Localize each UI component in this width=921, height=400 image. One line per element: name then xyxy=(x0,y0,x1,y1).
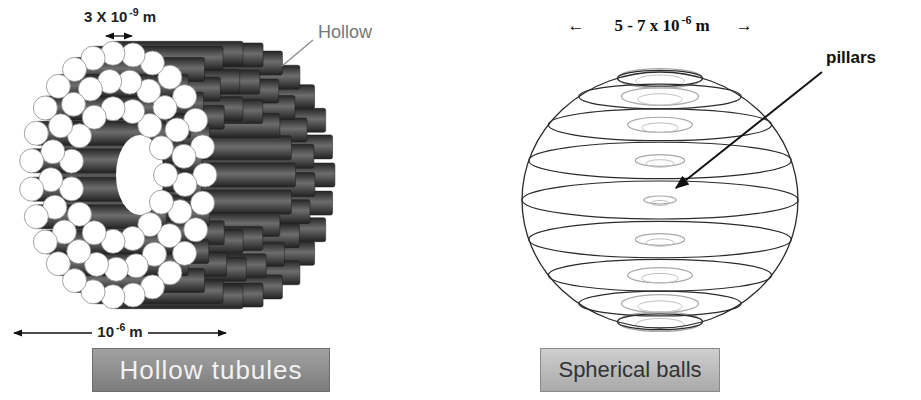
pillar-ring xyxy=(635,155,684,167)
box-label: Hollow tubules xyxy=(119,355,302,386)
dimension-label: 10-6 m xyxy=(92,323,147,340)
pillar-ring xyxy=(635,234,684,246)
part-label: Hollow xyxy=(318,22,372,43)
pillar-ring xyxy=(628,117,693,132)
tubule-end xyxy=(33,230,57,254)
dimension-label: 3 X 10-9 m xyxy=(84,8,156,25)
latitude-ring xyxy=(579,84,741,109)
pillar-ring xyxy=(646,239,674,246)
exponent: -9 xyxy=(129,6,138,18)
label-text: 5 - 7 x 10 xyxy=(614,16,679,36)
pointer-arrow xyxy=(676,72,822,188)
label-text: → xyxy=(736,16,753,36)
tubule-end xyxy=(149,136,173,160)
latitude-ring xyxy=(529,142,791,178)
pillar-ring xyxy=(642,123,679,133)
dimension-label: ← 5 - 7 x 10-6m → xyxy=(567,16,752,36)
tubule-end xyxy=(20,177,44,201)
tubule-end xyxy=(20,149,44,173)
tubule-end xyxy=(24,121,48,145)
latitude-ring xyxy=(522,181,798,219)
pillar-ring xyxy=(651,201,669,206)
tubule-end xyxy=(172,144,196,168)
dimension-arrow xyxy=(106,35,132,36)
label-text: m xyxy=(695,16,709,36)
tubule-end xyxy=(154,163,178,187)
tubule-end xyxy=(46,252,70,276)
tubule-end xyxy=(46,74,70,98)
pillar-ring xyxy=(642,273,679,283)
leader-line xyxy=(282,40,313,66)
tubule-end xyxy=(149,190,173,214)
label-text: ← xyxy=(567,16,584,36)
pillar-ring xyxy=(628,268,693,283)
label-text: Hollow xyxy=(318,22,372,43)
tubule-end xyxy=(33,96,57,120)
exponent: -6 xyxy=(116,321,125,333)
label-text: m xyxy=(129,323,142,340)
label-text: 10 xyxy=(97,323,114,340)
latitude-ring xyxy=(617,314,702,330)
pillar-ring xyxy=(621,88,698,106)
latitude-ring xyxy=(529,221,791,257)
tubule-end xyxy=(67,240,91,264)
pillar-ring xyxy=(621,295,698,313)
box-label: Spherical balls xyxy=(558,357,701,383)
label-text: 3 X 10 xyxy=(84,8,127,25)
sphere-drawing xyxy=(522,69,798,332)
label-text: pillars xyxy=(826,48,876,68)
caption-box: Spherical balls xyxy=(540,348,720,392)
tubule-bundle xyxy=(20,41,335,308)
part-label: pillars xyxy=(826,48,876,68)
tubule-end xyxy=(191,191,215,215)
exponent: -6 xyxy=(682,13,692,28)
caption-box: Hollow tubules xyxy=(92,348,330,392)
latitude-ring xyxy=(548,259,771,291)
pillar-ring xyxy=(638,301,682,312)
latitude-ring xyxy=(579,291,741,316)
pillar-ring xyxy=(646,160,674,167)
tubule-end xyxy=(41,140,65,164)
pillar-ring xyxy=(638,94,682,105)
tubule-end xyxy=(24,205,48,229)
latitude-ring xyxy=(548,109,771,141)
label-text: m xyxy=(143,8,156,25)
sphere-outline xyxy=(522,72,798,328)
